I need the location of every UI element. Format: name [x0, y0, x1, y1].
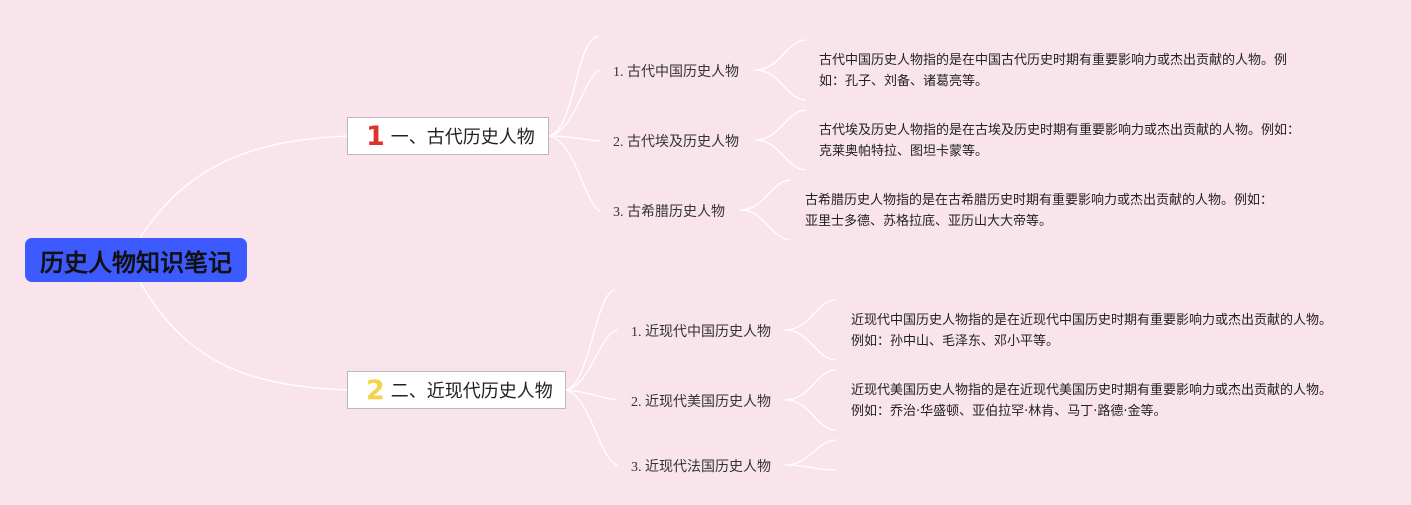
description-modern-china: 近现代中国历史人物指的是在近现代中国历史时期有重要影响力或杰出贡献的人物。例如：… [851, 313, 1333, 349]
connector-sub6-desc-bottom [784, 464, 836, 471]
connector-sub1-desc-bottom [754, 69, 806, 101]
connector-branch2-sub1 [565, 329, 618, 391]
branch-topic-ancient[interactable]: 1 一、古代历史人物 [347, 117, 549, 155]
subtopic-modern-china[interactable]: 1. 近现代中国历史人物 [631, 325, 771, 340]
description-modern-usa: 近现代美国历史人物指的是在近现代美国历史时期有重要影响力或杰出贡献的人物。例如：… [851, 383, 1333, 419]
connector-branch1-sub2 [548, 135, 601, 142]
description-ancient-greece: 古希腊历史人物指的是在古希腊历史时期有重要影响力或杰出贡献的人物。例如：亚里士多… [805, 193, 1274, 229]
connector-sub5-desc-top [784, 369, 836, 401]
connector-sub2-desc-bottom [754, 139, 806, 171]
root-topic-title: 历史人物知识笔记 [40, 248, 232, 277]
connector-branch2-sub3 [565, 389, 618, 466]
connector-root-branch-2 [139, 281, 348, 391]
description-ancient-china: 古代中国历史人物指的是在中国古代历史时期有重要影响力或杰出贡献的人物。例如：孔子… [819, 53, 1288, 89]
connector-branch1-sub3 [548, 135, 601, 212]
connector-sub6-desc-top [784, 439, 836, 466]
connector-sub5-desc-bottom [784, 399, 836, 431]
connector-sub3-desc-bottom [739, 209, 791, 241]
subtopic-modern-france[interactable]: 3. 近现代法国历史人物 [631, 460, 771, 475]
connector-sub3-desc-top [739, 179, 791, 211]
subtopic-ancient-egypt[interactable]: 2. 古代埃及历史人物 [613, 135, 739, 150]
connector-root-branch-1 [139, 135, 348, 239]
connector-sub2-desc-top [754, 109, 806, 141]
branch-number-2: 2 [366, 374, 385, 406]
branch-label: 二、近现代历史人物 [390, 381, 553, 402]
connector-branch2-sub2 [565, 389, 618, 401]
description-ancient-egypt: 古代埃及历史人物指的是在古埃及历史时期有重要影响力或杰出贡献的人物。例如：克莱奥… [819, 123, 1301, 159]
connector-branch1-sub1b [548, 69, 601, 137]
connector-sub4-desc-top [784, 299, 836, 331]
root-topic[interactable]: 历史人物知识笔记 [25, 238, 247, 282]
subtopic-ancient-china[interactable]: 1. 古代中国历史人物 [613, 65, 739, 80]
connector-branch2-sub1-top [565, 289, 615, 391]
branch-topic-modern[interactable]: 2 二、近现代历史人物 [347, 371, 566, 409]
connector-sub4-desc-bottom [784, 329, 836, 361]
subtopic-ancient-greece[interactable]: 3. 古希腊历史人物 [613, 205, 725, 220]
branch-number-1: 1 [366, 120, 385, 152]
connector-sub1-desc-top [754, 39, 806, 71]
connector-branch1-sub1 [548, 35, 599, 137]
branch-label: 一、古代历史人物 [390, 127, 535, 148]
subtopic-modern-usa[interactable]: 2. 近现代美国历史人物 [631, 395, 771, 410]
